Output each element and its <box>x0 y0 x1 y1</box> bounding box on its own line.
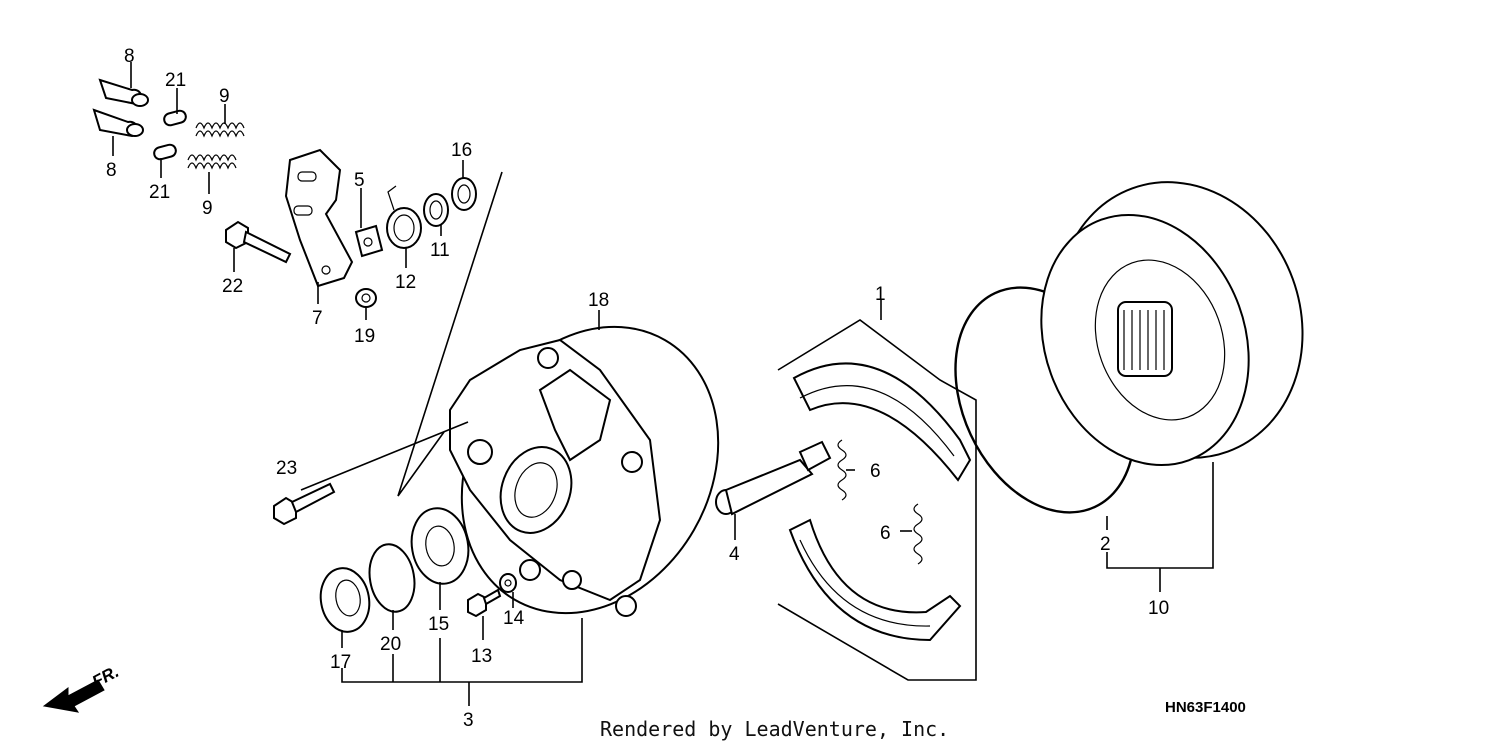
part-20-circlip[interactable] <box>364 541 419 616</box>
callout-10: 10 <box>1148 598 1169 619</box>
part-6-springs[interactable] <box>837 439 923 565</box>
part-15-bearing[interactable] <box>406 504 474 589</box>
footer-credit: Rendered by LeadVenture, Inc. <box>600 717 949 741</box>
callout-labels: 8 8 21 21 9 9 22 7 5 12 19 11 16 18 23 1… <box>106 46 1169 731</box>
part-9-springs[interactable] <box>187 122 245 170</box>
part-21-pins[interactable] <box>153 109 187 161</box>
part-17-seal[interactable] <box>316 564 374 635</box>
part-13-bolt[interactable] <box>467 588 502 618</box>
callout-8: 8 <box>106 160 117 181</box>
callout-8: 8 <box>124 46 135 67</box>
callout-1: 1 <box>875 284 886 305</box>
callout-14: 14 <box>503 608 525 629</box>
arrow-icon <box>42 679 105 713</box>
callout-6: 6 <box>870 461 881 482</box>
part-19-nut[interactable] <box>355 288 377 308</box>
part-4-brake-cam[interactable] <box>715 440 832 516</box>
callout-5: 5 <box>354 170 365 191</box>
part-18-brake-panel[interactable] <box>411 280 769 660</box>
callout-2: 2 <box>1100 534 1111 555</box>
callout-21: 21 <box>165 70 186 91</box>
callout-4: 4 <box>729 544 740 565</box>
part-16-seal[interactable] <box>451 177 477 211</box>
callout-20: 20 <box>380 634 401 655</box>
leader-lines <box>112 62 1214 706</box>
callout-11: 11 <box>430 240 450 261</box>
part-8-clips[interactable] <box>92 78 149 138</box>
front-direction-indicator: FR. <box>42 662 122 713</box>
part-1-brake-shoes[interactable] <box>788 362 972 642</box>
callout-17: 17 <box>330 652 351 673</box>
part-11-seal[interactable] <box>423 193 449 227</box>
part-22-bolt[interactable] <box>225 220 292 264</box>
part-5-washer[interactable] <box>354 224 384 258</box>
callout-12: 12 <box>395 272 416 293</box>
callout-21: 21 <box>149 182 170 203</box>
callout-3: 3 <box>463 710 474 731</box>
callout-19: 19 <box>354 326 375 347</box>
callout-9: 9 <box>202 198 213 219</box>
callout-6: 6 <box>880 523 891 544</box>
part-14-washer[interactable] <box>499 573 517 593</box>
part-10-brake-drum[interactable] <box>1007 147 1340 494</box>
callout-18: 18 <box>588 290 609 311</box>
part-23-bolt[interactable] <box>273 482 336 526</box>
callout-7: 7 <box>312 308 323 329</box>
callout-15: 15 <box>428 614 449 635</box>
callout-13: 13 <box>471 646 492 667</box>
diagram-code: HN63F1400 <box>1165 699 1246 716</box>
callout-16: 16 <box>451 140 472 161</box>
callout-9: 9 <box>219 86 230 107</box>
callout-23: 23 <box>276 458 297 479</box>
part-7-brake-arm[interactable] <box>284 148 354 288</box>
part-12-return-spring[interactable] <box>386 185 422 249</box>
callout-22: 22 <box>222 276 243 297</box>
